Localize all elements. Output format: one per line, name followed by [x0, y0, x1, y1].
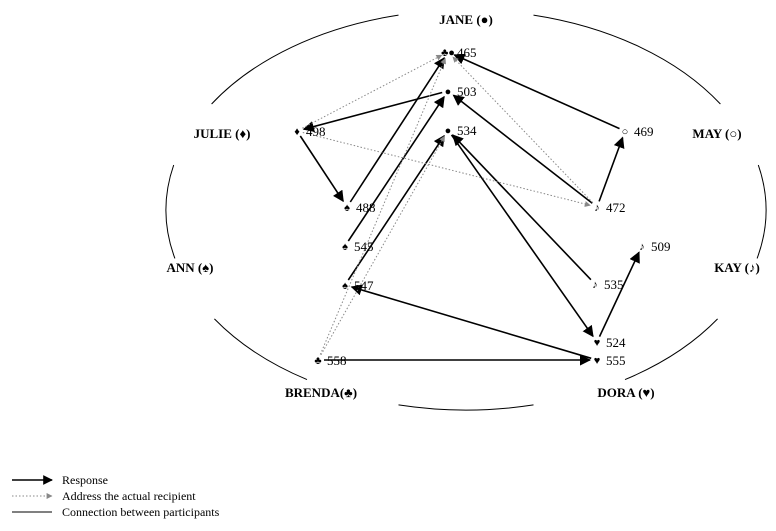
message-node-label: 558 [327, 353, 347, 368]
response-arrow [347, 95, 445, 242]
response-arrow [452, 94, 593, 204]
message-node-symbol: ♪ [639, 241, 645, 253]
message-node-label: 469 [634, 124, 654, 139]
message-node-symbol: ♪ [592, 279, 598, 291]
message-node-symbol: ● [445, 86, 452, 98]
legend-response-label: Response [62, 473, 108, 487]
participant-label-jane: JANE (●) [439, 12, 493, 27]
message-node-symbol: ♥ [594, 355, 601, 367]
connection-arc [165, 164, 176, 259]
address-arrow [319, 57, 446, 355]
participant-label-ann: ANN (♠) [167, 260, 214, 275]
participant-labels: JANE (●) MAY (○) KAY (♪) DORA (♥) BRENDA… [167, 12, 760, 400]
participant-connection-circle [165, 14, 767, 411]
message-node-symbol: ♠ [342, 280, 348, 292]
connection-arc [398, 404, 534, 411]
connection-arc [211, 14, 399, 105]
address-arrow [302, 54, 443, 129]
message-node-label: 555 [606, 353, 626, 368]
response-arrow [299, 135, 344, 203]
message-node-label: 547 [354, 278, 374, 293]
message-node-label: 472 [606, 200, 626, 215]
message-node-symbol: ● [445, 125, 452, 137]
response-arrow [453, 53, 620, 130]
message-node-label: 545 [354, 239, 374, 254]
message-edges [299, 53, 640, 366]
message-node-symbol: ○ [622, 126, 629, 138]
response-arrow [598, 136, 625, 202]
message-node-label: 465 [457, 45, 477, 60]
message-node-label: 524 [606, 335, 626, 350]
message-node-label: 498 [306, 124, 326, 139]
response-arrow [450, 134, 594, 338]
response-arrow [302, 91, 443, 133]
response-arrow [452, 134, 592, 281]
legend: Response Address the actual recipient Co… [12, 473, 220, 519]
participant-label-dora: DORA (♥) [597, 385, 654, 400]
address-arrow [452, 56, 594, 204]
connection-arc [533, 14, 721, 105]
message-node-symbol: ♠ [342, 241, 348, 253]
message-node-label: 503 [457, 84, 477, 99]
message-node-symbol: ♠ [344, 202, 350, 214]
participant-label-kay: KAY (♪) [714, 260, 760, 275]
legend-address-label: Address the actual recipient [62, 489, 196, 503]
address-arrow [302, 132, 591, 207]
participant-label-julie: JULIE (♦) [194, 126, 251, 141]
message-node-label: 509 [651, 239, 671, 254]
message-nodes: ♣●465 ● 503 ● 534 ○ 469 ♦ 498 ♪ 472 ♠ 488 ♪ 509 ♠ 545 ♪ 53… [294, 45, 670, 368]
legend-connection-label: Connection between participants [62, 505, 220, 519]
address-arrow [320, 135, 446, 356]
response-arrow [350, 284, 592, 360]
message-node-symbol: ♣● [441, 47, 455, 59]
message-node-label: 534 [457, 123, 477, 138]
response-arrow [349, 56, 445, 203]
message-node-symbol: ♪ [594, 202, 600, 214]
message-node-symbol: ♥ [594, 337, 601, 349]
message-node-symbol: ♦ [294, 126, 300, 138]
participant-label-may: MAY (○) [692, 126, 741, 141]
connection-arc [214, 318, 308, 381]
response-arrow [347, 134, 445, 281]
message-node-label: 488 [356, 200, 376, 215]
message-node-label: 535 [604, 277, 624, 292]
connection-arc [624, 318, 718, 381]
response-arrow [598, 251, 640, 337]
participant-label-brenda: BRENDA(♣) [285, 385, 357, 400]
message-node-symbol: ♣ [314, 355, 321, 367]
connection-arc [756, 164, 767, 259]
